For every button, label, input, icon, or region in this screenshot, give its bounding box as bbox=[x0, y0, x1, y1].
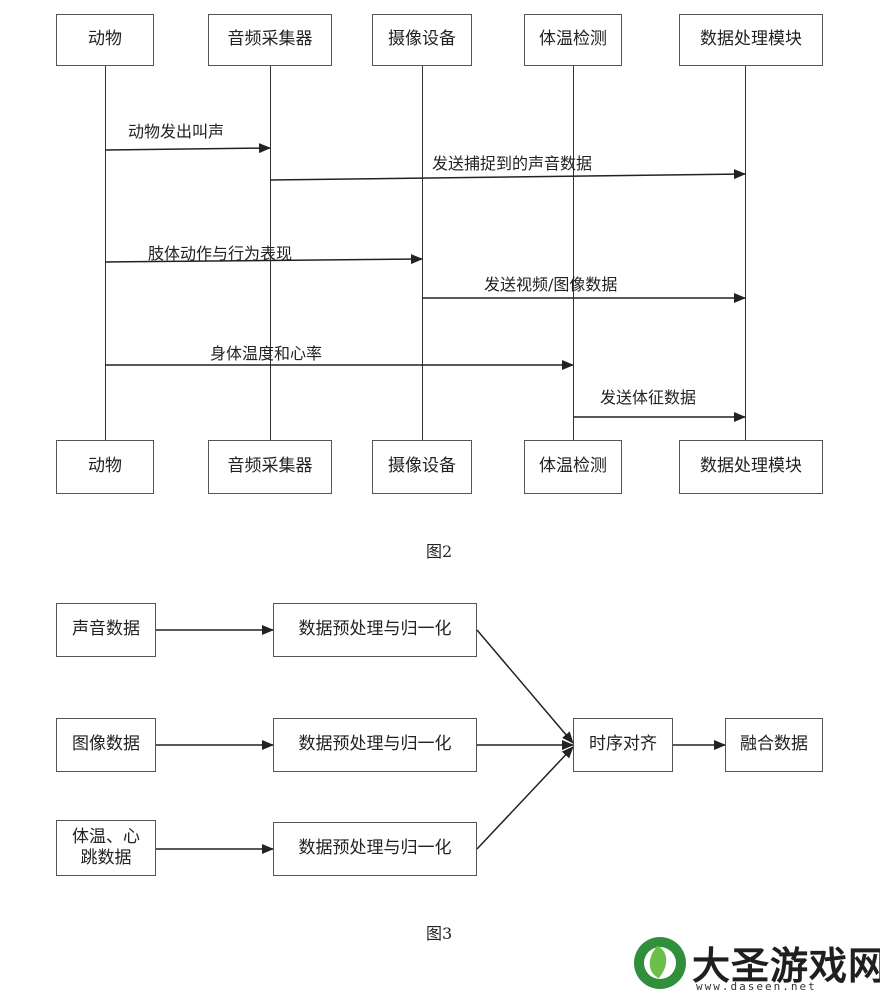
figure-3-caption: 图3 bbox=[426, 924, 453, 943]
participant-bottom-animal: 动物 bbox=[56, 440, 154, 494]
message-label-temperature-heart: 身体温度和心率 bbox=[210, 344, 323, 363]
participant-top-temperature: 体温检测 bbox=[524, 14, 622, 66]
participant-top-processor: 数据处理模块 bbox=[679, 14, 823, 66]
flow-arrow-preprocess-vitals-to-align bbox=[476, 746, 574, 850]
lifeline-temperature bbox=[573, 66, 574, 440]
participant-bottom-camera: 摄像设备 bbox=[372, 440, 472, 494]
participant-top-animal: 动物 bbox=[56, 14, 154, 66]
fused-data-box: 融合数据 bbox=[725, 718, 823, 772]
site-watermark: 大圣游戏网 www.daseen.net bbox=[630, 935, 880, 995]
lifeline-animal bbox=[105, 66, 106, 440]
message-label-send-sound: 发送捕捉到的声音数据 bbox=[432, 154, 593, 173]
lifeline-processor bbox=[745, 66, 746, 440]
message-arrow-send-sound bbox=[269, 169, 746, 181]
flow-arrow-preprocess-sound-to-align bbox=[476, 629, 574, 744]
participant-top-camera: 摄像设备 bbox=[372, 14, 472, 66]
participant-top-audio-collector: 音频采集器 bbox=[208, 14, 332, 66]
figure-2-caption: 图2 bbox=[426, 542, 453, 561]
participant-bottom-temperature: 体温检测 bbox=[524, 440, 622, 494]
message-label-animal-call: 动物发出叫声 bbox=[128, 122, 225, 141]
message-label-send-vitals: 发送体征数据 bbox=[600, 388, 697, 407]
participant-bottom-audio-collector: 音频采集器 bbox=[208, 440, 332, 494]
input-vitals-data: 体温、心跳数据 bbox=[56, 820, 156, 876]
message-label-body-movement: 肢体动作与行为表现 bbox=[148, 244, 293, 263]
site-logo-icon bbox=[634, 937, 686, 989]
message-arrow-body-movement bbox=[104, 254, 423, 265]
watermark-url: www.daseen.net bbox=[696, 980, 817, 993]
time-alignment-box: 时序对齐 bbox=[573, 718, 673, 772]
message-arrow-animal-call bbox=[104, 143, 271, 154]
preprocess-box-sound: 数据预处理与归一化 bbox=[273, 603, 477, 657]
lifeline-camera bbox=[422, 66, 423, 440]
message-label-send-video: 发送视频/图像数据 bbox=[484, 275, 618, 294]
lifeline-audio-collector bbox=[270, 66, 271, 440]
participant-bottom-processor: 数据处理模块 bbox=[679, 440, 823, 494]
input-vitals-data-label: 体温、心跳数据 bbox=[72, 826, 140, 868]
input-sound-data: 声音数据 bbox=[56, 603, 156, 657]
preprocess-box-vitals: 数据预处理与归一化 bbox=[273, 822, 477, 876]
watermark-title: 大圣游戏网 bbox=[692, 944, 880, 988]
input-image-data: 图像数据 bbox=[56, 718, 156, 772]
